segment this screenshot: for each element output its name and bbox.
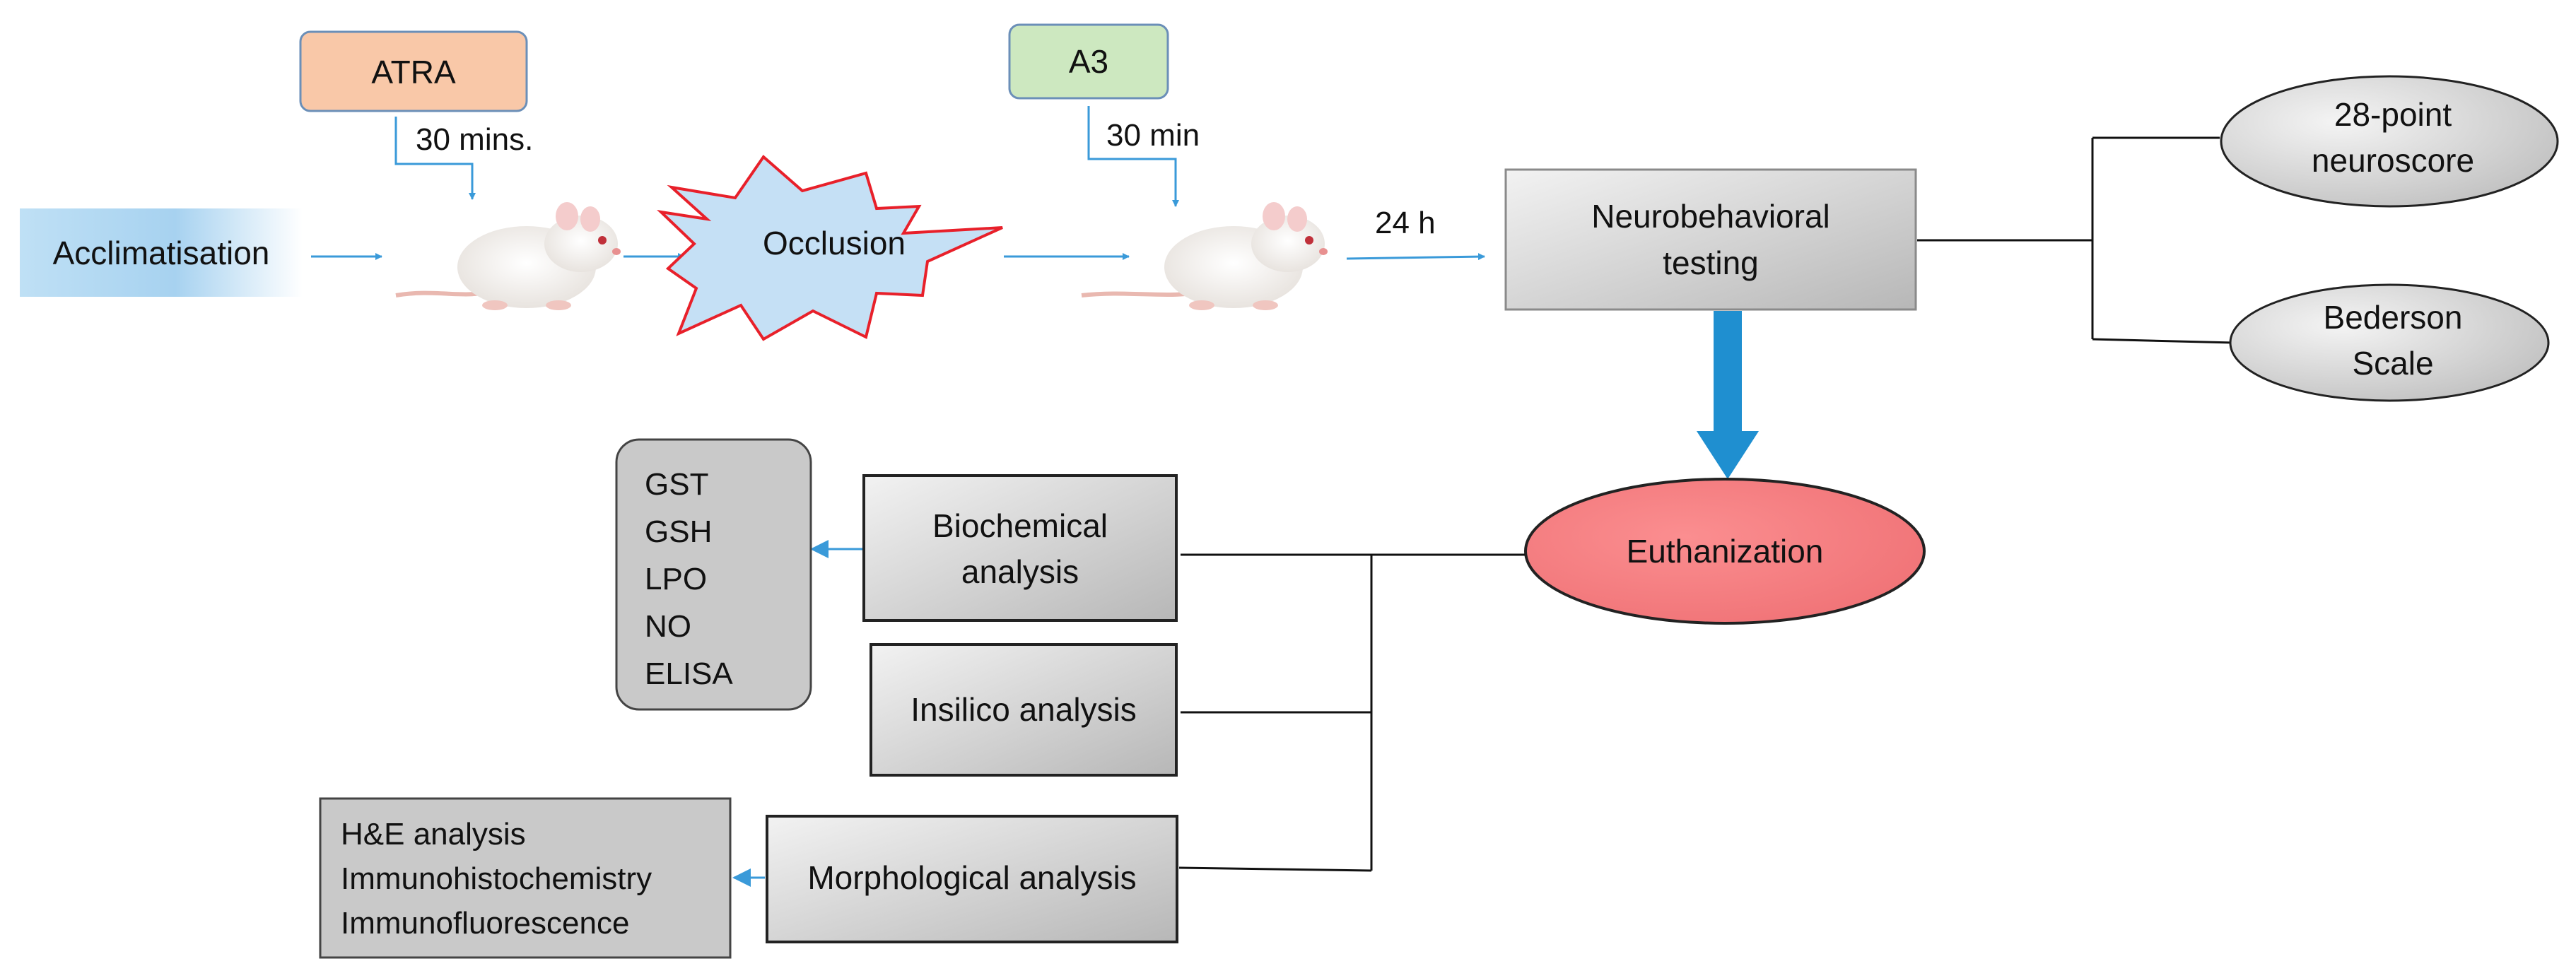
- insilico-box: Insilico analysis: [870, 643, 1178, 777]
- morphological-label: Morphological analysis: [807, 859, 1136, 896]
- morph-item: Immunofluorescence: [341, 906, 629, 941]
- morph-item: H&E analysis: [341, 817, 526, 852]
- occlusion-star: Occlusion: [657, 155, 1003, 341]
- biochem-item: GST: [645, 467, 708, 502]
- morph-list-box: H&E analysis Immunohistochemistry Immuno…: [319, 797, 732, 959]
- a3-arrow: [1087, 106, 1179, 207]
- acclimatisation-label: Acclimatisation: [53, 235, 270, 271]
- a3-time-label: 30 min: [1106, 118, 1200, 153]
- thick-down-arrow: [1697, 311, 1759, 479]
- morphological-box: Morphological analysis: [766, 815, 1178, 943]
- bederson-ellipse: Bederson Scale: [2229, 283, 2550, 402]
- biochem-item: LPO: [645, 562, 707, 596]
- biochem-item: GSH: [645, 514, 712, 549]
- insilico-label: Insilico analysis: [911, 691, 1137, 728]
- euthanization-ellipse: Euthanization: [1524, 478, 1926, 625]
- a3-box: A3: [1008, 23, 1169, 100]
- biochem-list-box: GST GSH LPO NO ELISA: [615, 438, 812, 711]
- a3-label: A3: [1069, 43, 1108, 80]
- analysis-connector: [1178, 553, 1525, 872]
- biochem-item: NO: [645, 609, 691, 644]
- testing-box: Neurobehavioral testing: [1504, 168, 1917, 311]
- biochemical-label-line2: analysis: [961, 553, 1079, 590]
- bederson-label-line1: Bederson: [2324, 299, 2463, 336]
- morph-item: Immunohistochemistry: [341, 861, 652, 896]
- euthanization-label: Euthanization: [1627, 533, 1824, 570]
- biochemical-label-line1: Biochemical: [932, 507, 1108, 544]
- rat-image-2: [1081, 202, 1328, 310]
- atra-time-label: 30 mins.: [416, 122, 533, 157]
- biochem-item: ELISA: [645, 656, 733, 691]
- delay-label: 24 h: [1375, 206, 1436, 240]
- neuroscore-label-line2: neuroscore: [2312, 142, 2474, 179]
- atra-label: ATRA: [371, 54, 456, 90]
- score-connector: [1917, 136, 2235, 344]
- bederson-label-line2: Scale: [2352, 345, 2433, 382]
- rat-image-1: [395, 202, 621, 310]
- neuroscore-ellipse: 28-point neuroscore: [2220, 75, 2559, 208]
- biochemical-box: Biochemical analysis: [862, 474, 1178, 622]
- testing-label-line1: Neurobehavioral: [1591, 198, 1830, 235]
- atra-arrow: [394, 117, 476, 200]
- arrow-rat-testing: [1346, 253, 1485, 261]
- atra-box: ATRA: [299, 30, 528, 112]
- acclimatisation-box: Acclimatisation: [20, 208, 303, 297]
- testing-label-line2: testing: [1663, 245, 1759, 281]
- neuroscore-label-line1: 28-point: [2334, 96, 2452, 133]
- occlusion-label: Occlusion: [763, 225, 906, 261]
